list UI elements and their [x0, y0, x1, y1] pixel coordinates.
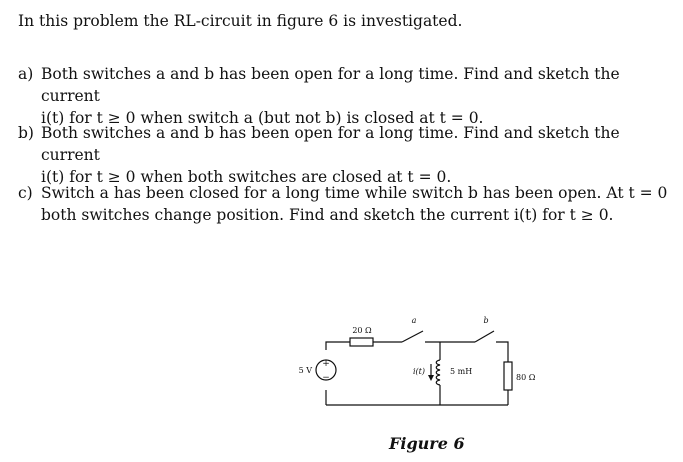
switch-b-label: b: [483, 316, 488, 325]
problem-c-line1: Switch a has been closed for a long time…: [41, 184, 668, 202]
problem-c-line2: both switches change position. Find and …: [41, 206, 614, 224]
figure-caption: Figure 6: [389, 434, 465, 453]
problem-a-label: a): [18, 65, 34, 83]
switch-a-blade: [401, 330, 424, 343]
problem-b-label: b): [18, 124, 34, 142]
voltage-source-symbol: [315, 359, 337, 381]
problem-c: c) Switch a has been closed for a long t…: [18, 182, 668, 226]
switch-a-label: a: [412, 316, 417, 325]
resistor-20-ohm: [349, 337, 374, 347]
inductor-label: 5 mH: [450, 367, 472, 376]
wire-top-left: [325, 341, 350, 350]
resistor-80-ohm: [503, 361, 513, 391]
problem-c-label: c): [18, 184, 33, 202]
problem-b-line1: Both switches a and b has been open for …: [41, 124, 620, 164]
svg-text:−: −: [322, 373, 330, 383]
wire-top-right: [496, 341, 509, 362]
problem-b-line2: i(t) for t ≥ 0 when both switches are cl…: [41, 168, 452, 186]
current-label: i(t): [413, 367, 425, 376]
source-label: 5 V: [299, 366, 313, 375]
switch-b-blade: [474, 330, 495, 343]
problem-a-line1: Both switches a and b has been open for …: [41, 65, 620, 105]
svg-text:+: +: [322, 359, 330, 369]
problem-a: a) Both switches a and b has been open f…: [18, 63, 668, 129]
resistor-20-label: 20 Ω: [352, 326, 372, 335]
current-arrow-head: [428, 375, 434, 381]
problem-a-line2: i(t) for t ≥ 0 when switch a (but not b)…: [41, 109, 484, 127]
intro-text: In this problem the RL-circuit in figure…: [18, 12, 463, 30]
inductor-coil: [435, 359, 441, 386]
problem-b: b) Both switches a and b has been open f…: [18, 122, 668, 188]
resistor-80-label: 80 Ω: [516, 373, 536, 382]
wire-bottom: [325, 390, 508, 406]
